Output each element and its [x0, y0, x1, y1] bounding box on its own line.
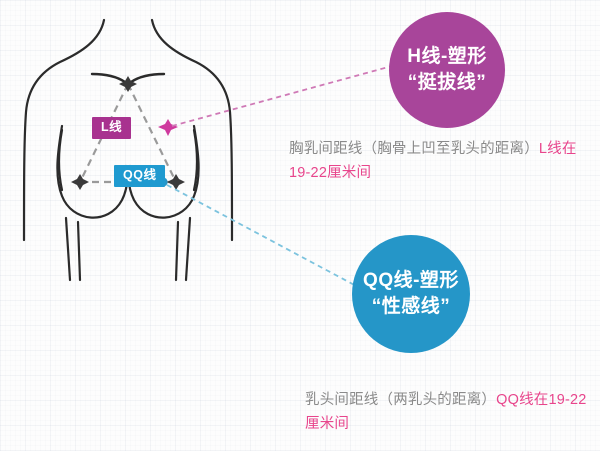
torso-lower-right-1	[174, 220, 180, 282]
torso-lower-right-2	[184, 216, 192, 282]
l-line-caption: 胸乳间距线（胸骨上凹至乳头的距离）L线在19-22厘米间	[289, 138, 589, 186]
h-line-callout-title: H线-塑形	[407, 46, 487, 68]
h-line-callout-nickname: “挺拔线”	[407, 71, 487, 93]
torso-lower-left-2	[76, 220, 82, 282]
l-line-caption-range: L线在19-22厘米间	[289, 141, 577, 181]
qq-line-caption-range: QQ线在19-22厘米间	[305, 392, 587, 432]
l-line-right-segment	[127, 83, 177, 183]
qq-line-caption-description: 乳头间距线（两乳头的距离）	[305, 392, 497, 408]
torso-lower-left-1	[64, 216, 72, 282]
qq-line-callout-nickname: “性感线”	[371, 295, 451, 317]
h-line-callout-bubble: H线-塑形 “挺拔线”	[389, 12, 505, 128]
qq-line-caption: 乳头间距线（两乳头的距离）QQ线在19-22厘米间	[305, 389, 595, 437]
marker-star-notch	[119, 76, 137, 92]
l-line-badge: L线	[92, 117, 132, 139]
torso-shoulders-path	[22, 18, 106, 242]
qq-line-badge: QQ线	[114, 165, 166, 187]
clavicle-right	[129, 72, 166, 84]
connector-qq-line	[166, 184, 361, 289]
qq-line-callout-title: QQ线-塑形	[363, 270, 459, 292]
marker-star-left	[71, 174, 89, 190]
measurement-markers	[71, 76, 185, 190]
marker-star-h-anchor	[158, 119, 178, 136]
clavicle-left	[90, 72, 127, 84]
connector-h-line	[171, 65, 393, 127]
torso-shoulders-right-path	[150, 18, 234, 242]
qq-line-callout-bubble: QQ线-塑形 “性感线”	[352, 235, 470, 353]
marker-star-right	[167, 174, 185, 190]
l-line-caption-description: 胸乳间距线（胸骨上凹至乳头的距离）	[289, 141, 539, 157]
